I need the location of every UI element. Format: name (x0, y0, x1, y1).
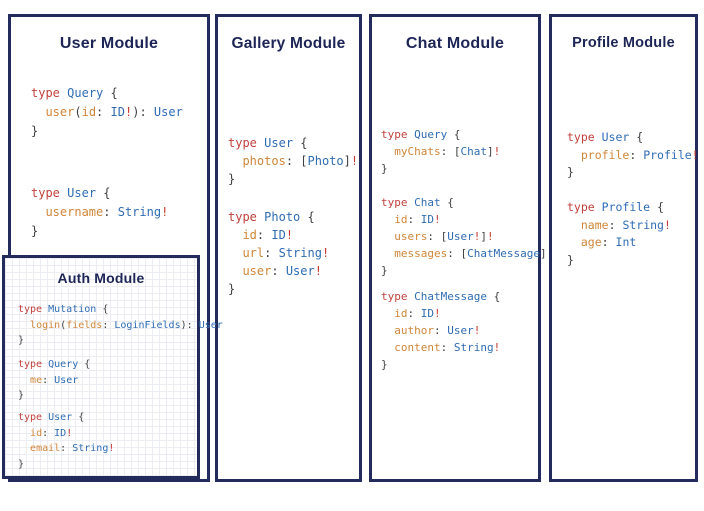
profile-module-panel: Profile Module type User { profile: Prof… (549, 14, 699, 482)
code-block-auth-mutation: type Mutation { login(fields: LoginField… (18, 304, 223, 346)
code-block-profile-type: type Profile { name: String! age: Int} (567, 200, 671, 267)
code-block-user-query: type Query { user(id: ID!): User} (31, 86, 183, 138)
code-block-gallery-photo: type Photo { id: ID! url: String! user: … (228, 210, 330, 296)
code-block-chat-type: type Chat { id: ID! users: [User!]! mess… (381, 196, 553, 277)
auth-module-title: Auth Module (57, 270, 145, 286)
auth-module-panel: Auth Module type Mutation { login(fields… (2, 255, 223, 479)
code-block-profile-user: type User { profile: Profile!} (567, 130, 699, 179)
gallery-module-title: Gallery Module (231, 35, 346, 52)
code-block-chat-query: type Query { myChats: [Chat]!} (381, 128, 501, 175)
gallery-module-panel: Gallery Module type User { photos: [Phot… (215, 14, 362, 482)
profile-module-title: Profile Module (572, 35, 675, 51)
chat-module-panel: Chat Module type Query { myChats: [Chat]… (369, 14, 553, 482)
code-block-chatmessage-type: type ChatMessage { id: ID! author: User!… (381, 290, 501, 371)
chat-module-title: Chat Module (405, 35, 505, 52)
code-block-auth-user: type User { id: ID! email: String!} (18, 412, 115, 470)
code-block-auth-query: type Query { me: User} (18, 359, 91, 401)
code-block-user-type: type User { username: String!} (31, 186, 169, 238)
user-module-title: User Module (59, 35, 159, 52)
code-block-gallery-user: type User { photos: [Photo]!} (228, 136, 359, 186)
